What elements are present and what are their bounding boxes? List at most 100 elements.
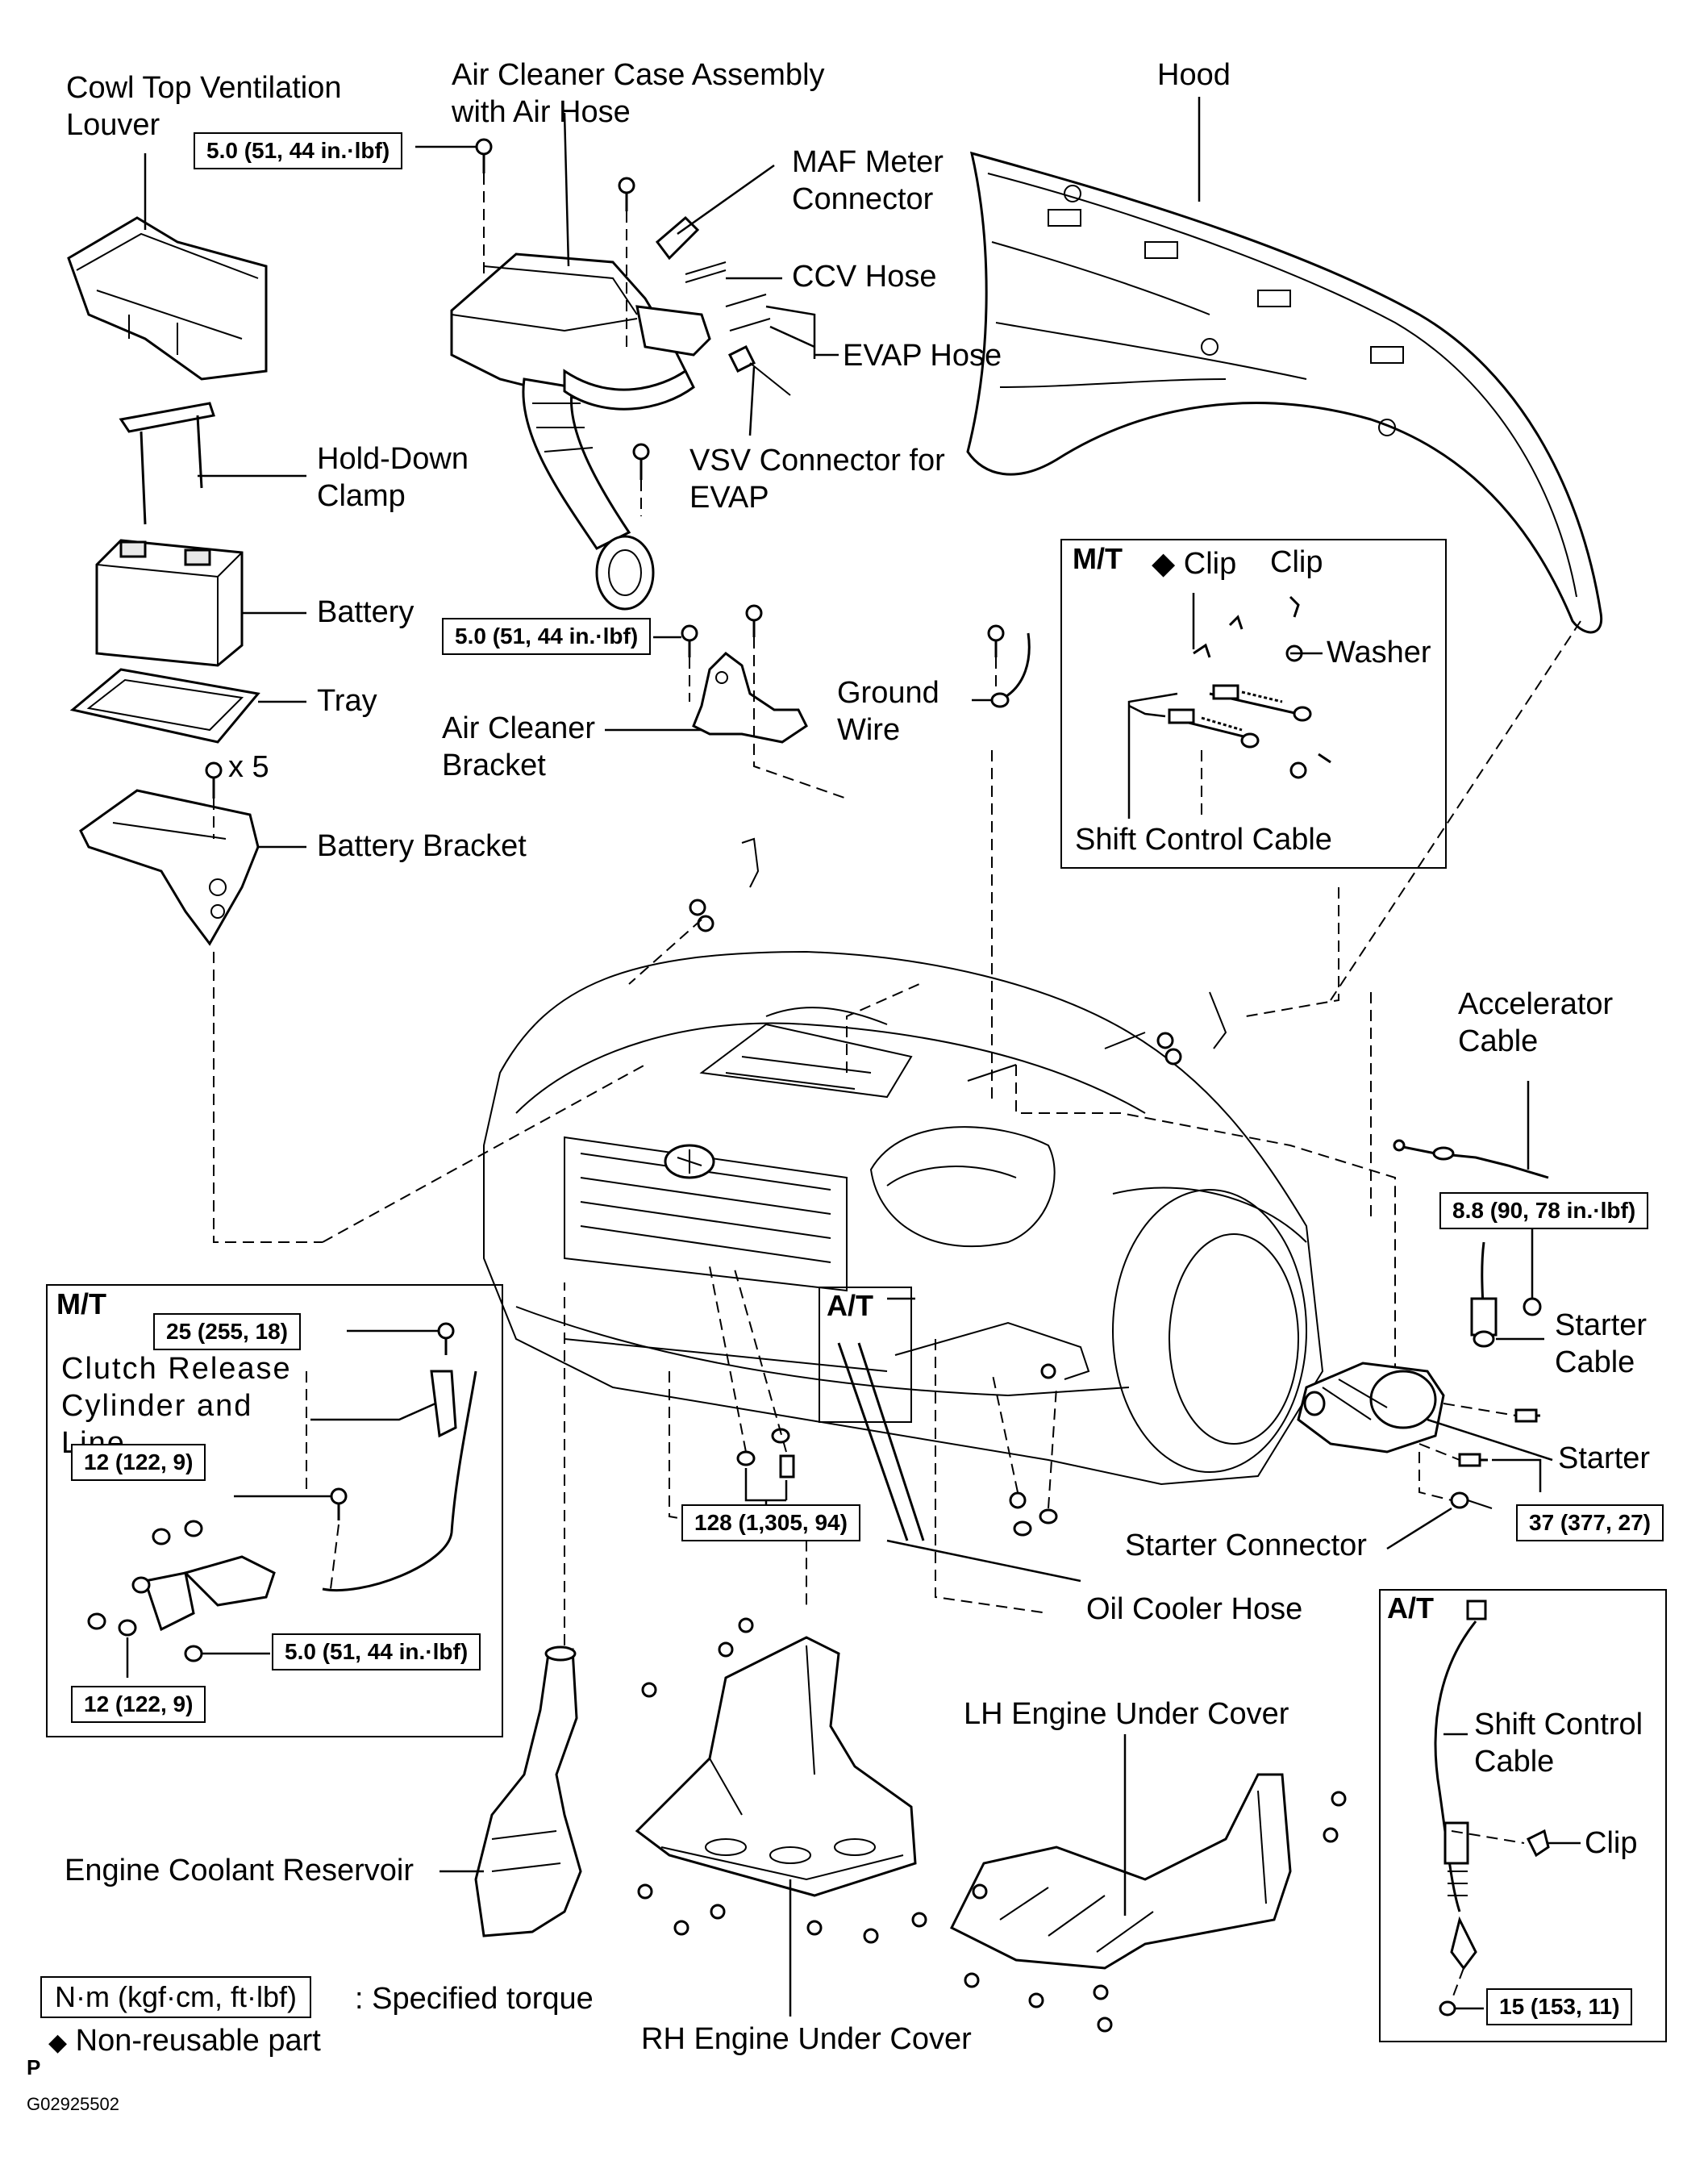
legend-torque-text: : Specified torque [355,1982,594,2016]
legend-nonreusable-text: Non-reusable part [75,2024,321,2058]
torque-at-shift: 15 (153, 11) [1486,1988,1633,2025]
vehicle-body [483,837,1324,1486]
starter-cable-part [1470,1241,1542,1348]
at-oil-box [819,1287,912,1423]
air-cleaner-leader [563,112,570,267]
label-clip: Clip [1270,545,1323,579]
torque-air-cleaner-bracket: 5.0 (51, 44 in.·lbf) [442,618,652,655]
starter-dash3 [1418,1452,1452,1501]
label-ccv: CCV Hose [792,260,937,294]
lh-cover-bolts [964,1791,1347,2033]
label-washer: Washer [1327,636,1431,669]
label-starter-cable: Starter Cable [1555,1308,1648,1379]
acb-dash2 [753,637,848,799]
torque-accelerator: 8.8 (90, 78 in.·lbf) [1439,1192,1649,1229]
torque-air-cleaner-top: 5.0 (51, 44 in.·lbf) [194,132,403,169]
oil-cooler-leader [886,1539,1081,1583]
ub-dash6 [935,1339,1049,1614]
battery-part [95,539,244,667]
mt-shift-parts [1168,595,1331,779]
underbody-bolts [736,1428,1058,1537]
starter-leader [1427,1418,1553,1462]
label-shift-control-cable-mt: Shift Control Cable [1075,823,1332,857]
label-maf: MAF Meter Connector [792,145,944,216]
body-dash4 [846,983,920,1073]
body-dash2 [628,919,702,985]
label-starter: Starter [1558,1441,1651,1475]
label-evap-hose: EVAP Hose [843,339,1002,373]
at-dash [1451,1830,1525,1844]
starter-dash2 [1418,1443,1460,1461]
label-clip-at: Clip [1585,1826,1638,1860]
hold-down-clamp-part [119,402,215,525]
label-hold-down: Hold-Down Clamp [317,442,469,513]
coolant-reservoir-part [474,1645,582,1937]
label-air-cleaner: Air Cleaner Case Assembly with Air Hose [452,58,825,129]
legend-nonreusable: ◆ Non-reusable part [48,2022,321,2062]
mt-dash2 [1245,887,1339,1017]
tray-part [69,668,260,744]
nonreusable-icon: ◆ [1152,547,1176,581]
mt-clutch-box [46,1284,503,1737]
scc-leader [1127,692,1178,819]
hood-part [966,151,1603,634]
footer-code: G02925502 [27,2094,119,2114]
label-lh-under-cover: LH Engine Under Cover [964,1697,1289,1731]
label-shift-control-cable-at: Shift Control Cable [1474,1708,1643,1779]
torque-clutch-12b: 12 (122, 9) [71,1686,206,1723]
label-vsv: VSV Connector for EVAP [689,444,945,515]
label-tray: Tray [317,684,377,718]
battery-bracket-part [79,789,260,946]
oil-cooler-hose-part [837,1321,1090,1541]
footer-p: P [27,2055,41,2079]
label-rh-under-cover: RH Engine Under Cover [641,2022,972,2056]
body-dash3 [1015,1065,1396,1436]
clutch-leader [310,1402,436,1421]
label-oil-cooler-hose: Oil Cooler Hose [1086,1592,1303,1626]
label-clip-nr-text: Clip [1183,547,1237,581]
ub-dash4 [1048,1387,1057,1509]
air-cleaner-part [450,252,711,611]
at-oil-box-title: A/T [827,1289,873,1322]
label-ground-wire: Ground Wire [837,676,939,747]
ub-torque-leader [744,1468,788,1502]
torque-clutch-12a: 12 (122, 9) [71,1444,206,1481]
starter-part [1297,1362,1540,1509]
bracket-bolt [205,761,223,799]
ground-wire-part [987,624,1031,708]
body-dash1 [322,1064,646,1243]
label-battery: Battery [317,595,415,629]
vsv-leader [748,366,756,436]
label-hood: Hood [1157,58,1231,92]
bracket-dash2 [213,952,323,1243]
ub-dash1 [709,1266,747,1453]
torque-starter: 37 (377, 27) [1516,1504,1664,1541]
lh-under-cover-part [949,1773,1292,1970]
starter-dash1 [1443,1403,1517,1416]
air-cleaner-bolts [475,138,650,480]
label-accelerator-cable: Accelerator Cable [1458,987,1614,1058]
label-clip-nonreusable: ◆ Clip [1152,545,1236,582]
ub-dash3 [991,1370,1019,1493]
clutch-parts [87,1322,477,1662]
at-shift-cable-part [1434,1600,1550,2017]
mt-shift-box-title: M/T [1073,542,1123,575]
torque-clutch-25: 25 (255, 18) [153,1313,301,1350]
starter-torque-leader [1492,1458,1542,1492]
mt-clutch-box-title: M/T [56,1287,106,1320]
torque-underbody: 128 (1,305, 94) [681,1504,860,1541]
rh-cover-bolts [637,1617,927,1944]
at-shift-box-title: A/T [1387,1591,1434,1625]
label-battery-bracket: Battery Bracket [317,829,527,863]
label-clutch-release: Clutch Release Cylinder and Line [61,1352,292,1460]
clutch-dash2 [330,1524,340,1590]
starter-connector-leader [1386,1507,1452,1550]
air-cleaner-bracket-bolts [681,604,763,657]
maf-leader [677,164,775,236]
air-cleaner-bracket-part [692,652,808,744]
torque-clutch-5: 5.0 (51, 44 in.·lbf) [272,1633,481,1670]
label-air-cleaner-bracket: Air Cleaner Bracket [442,711,596,782]
label-cowl-top: Cowl Top Ventilation Louver [66,71,342,142]
